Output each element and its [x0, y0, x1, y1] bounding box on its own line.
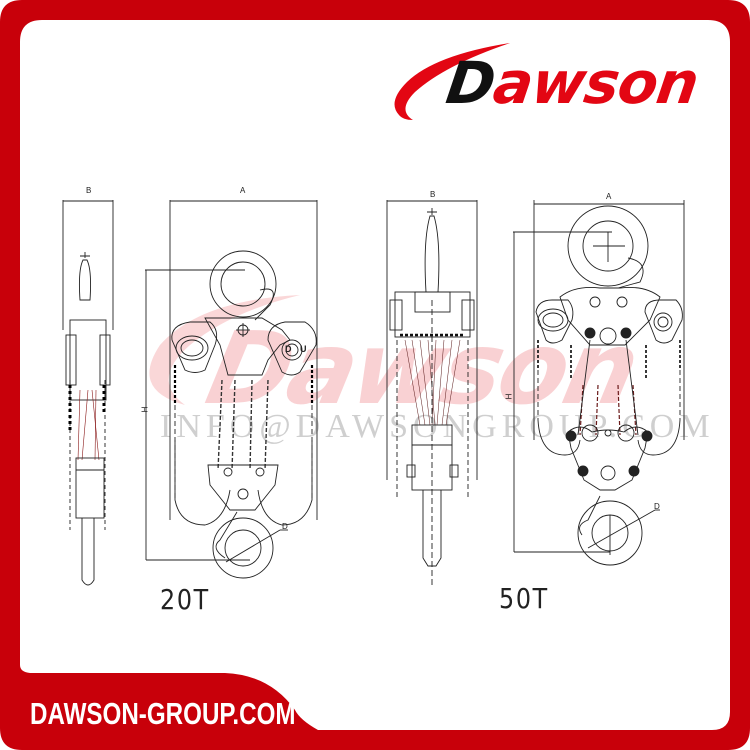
control-label-up: U [300, 344, 307, 354]
dim-label-a-20t: A [240, 186, 246, 195]
dim-label-d-20t: D [282, 522, 288, 531]
dim-label-b-20t: B [86, 186, 92, 195]
dim-label-d-50t: D [654, 502, 660, 511]
front-view-20t [145, 200, 318, 579]
logo-swoosh-icon [394, 43, 510, 120]
dim-label-h-50t: H [504, 393, 514, 400]
watermark-email: INFO@DAWSONGROUP.COM [160, 408, 715, 445]
control-label-down: D [285, 344, 292, 354]
dawson-logo: Dawson [385, 40, 705, 130]
side-view-50t [386, 200, 478, 585]
caption-50t: 50T [499, 582, 549, 615]
dim-label-a-50t: A [606, 192, 612, 201]
caption-20t: 20T [160, 583, 210, 616]
dim-label-b-50t: B [430, 190, 436, 199]
front-view-50t [513, 200, 685, 566]
dim-label-h-20t: H [140, 406, 150, 413]
footer-website-url: DAWSON-GROUP.COM [30, 696, 296, 731]
side-view-20t [62, 200, 114, 586]
